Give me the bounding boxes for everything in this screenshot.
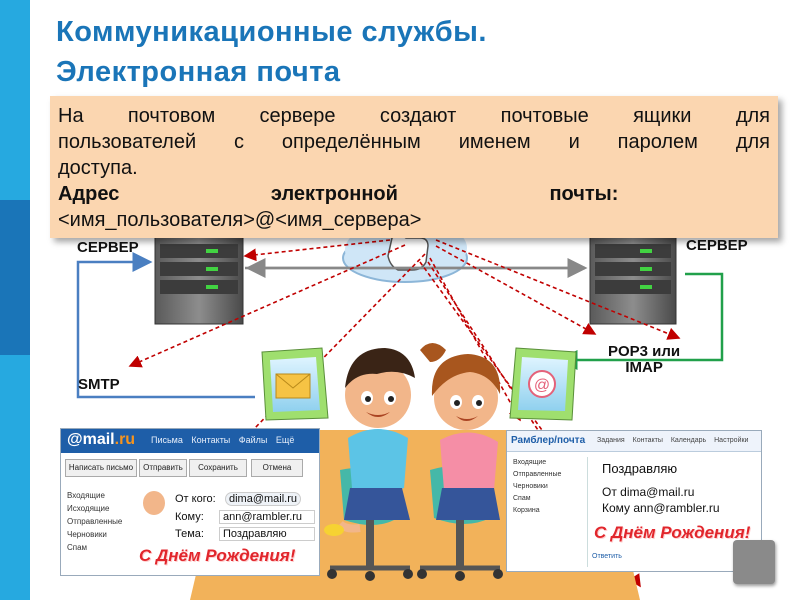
mailru-nav: Письма Контакты Файлы Ещё [151,435,300,445]
title-line-1: Коммуникационные службы. [56,16,487,48]
from-label: От кого: [175,493,216,505]
boy-character [324,348,415,536]
server-left-label: СЕРВЕР [77,239,139,256]
title-line-2: Электронная почта [56,56,341,88]
folder-spam[interactable]: Спам [67,543,88,552]
pop3-label: POP3 или IMAP [608,343,681,376]
rambler-nav: Задания Контакты Календарь Настройки [597,437,754,444]
rambler-birthday-greeting: С Днём Рождения! [594,523,751,542]
info-line-3: доступа. [58,157,138,179]
svg-text:@: @ [534,377,550,394]
to-label: Кому: [175,511,204,523]
to-field[interactable]: ann@rambler.ru [219,510,315,524]
smtp-label: SMTP [78,376,120,393]
subject-field[interactable]: Поздравляю [219,527,315,541]
envelope-icon [275,373,311,399]
save-button[interactable]: Сохранить [189,459,247,477]
folder-sent[interactable]: Отправленные [67,517,123,526]
side-accent-bar [0,0,30,600]
message-from: От dima@mail.ru [602,485,695,499]
mailru-logo: @mail.ru [67,431,136,448]
rfolder-sent[interactable]: Отправленные [513,471,562,478]
at-sign-icon: @ [528,370,556,398]
reply-link[interactable]: Ответить [592,553,622,560]
folder-inbox[interactable]: Входящие [67,491,105,500]
rambler-header: Рамблер/почта Задания Контакты Календарь… [507,431,761,452]
rnav-calendar[interactable]: Календарь [670,437,707,444]
message-to: Кому ann@rambler.ru [602,501,720,515]
rfolder-spam[interactable]: Спам [513,495,531,502]
rfolder-drafts[interactable]: Черновики [513,483,548,490]
cancel-button[interactable]: Отмена [251,459,303,477]
pop3-link [557,272,724,370]
address-format: <имя_пользователя>@<имя_сервера> [58,209,422,231]
compose-button[interactable]: Написать письмо [65,459,137,477]
subject-label: Тема: [175,528,204,540]
rambler-message: Поздравляю От dima@mail.ru Кому ann@ramb… [587,457,760,567]
nav-letters[interactable]: Письма [151,435,183,445]
rnav-contacts[interactable]: Контакты [632,437,663,444]
rnav-settings[interactable]: Настройки [714,437,749,444]
message-subject: Поздравляю [602,461,678,476]
from-value[interactable]: dima@mail.ru [225,492,302,506]
send-button[interactable]: Отправить [139,459,187,477]
girl-character [420,343,501,520]
back-button[interactable] [733,540,775,584]
birthday-greeting: С Днём Рождения! [139,546,296,565]
server-icon-right [589,235,677,325]
rambler-logo: Рамблер/почта [511,435,586,446]
server-right-label: СЕРВЕР [686,237,748,254]
folder-drafts[interactable]: Черновики [67,530,107,539]
smtp-link [76,252,255,399]
rfolder-trash[interactable]: Корзина [513,507,540,514]
nav-more[interactable]: Ещё [275,435,295,445]
folder-outbox[interactable]: Исходящие [67,504,110,513]
rfolder-inbox[interactable]: Входящие [513,459,547,466]
mailru-screenshot: @mail.ru Письма Контакты Файлы Ещё Напис… [60,428,320,576]
rambler-screenshot: Рамблер/почта Задания Контакты Календарь… [506,430,762,572]
nav-contacts[interactable]: Контакты [191,435,231,445]
server-icon-left [154,235,244,325]
mailru-header: @mail.ru Письма Контакты Файлы Ещё [61,429,319,453]
rnav-tasks[interactable]: Задания [597,437,625,444]
avatar [143,491,165,515]
page-title: Коммуникационные службы. Электронная поч… [56,12,776,92]
nav-files[interactable]: Файлы [238,435,268,445]
